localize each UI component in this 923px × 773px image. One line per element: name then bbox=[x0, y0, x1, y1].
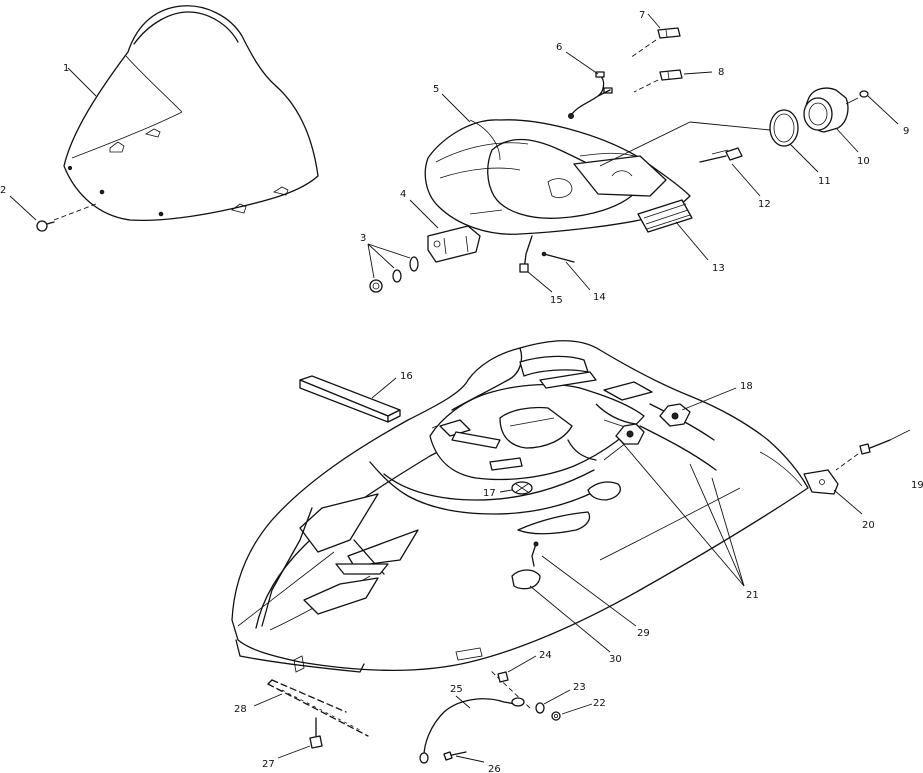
callout-17: 17 bbox=[483, 488, 496, 499]
callout-4: 4 bbox=[400, 189, 406, 200]
callout-24: 24 bbox=[539, 650, 552, 661]
leader-30 bbox=[529, 585, 611, 653]
leader-25 bbox=[455, 695, 471, 709]
leader-16 bbox=[371, 377, 397, 399]
callout-21: 21 bbox=[746, 590, 759, 601]
callout-19: 19 bbox=[911, 480, 923, 491]
clip-part bbox=[541, 251, 575, 263]
leader-21a bbox=[689, 463, 745, 587]
fastener-stack-part bbox=[369, 256, 419, 293]
hood-bolt-part bbox=[309, 717, 323, 749]
washer-23-part bbox=[535, 702, 545, 714]
callout-11: 11 bbox=[818, 176, 831, 187]
callout-22: 22 bbox=[593, 698, 606, 709]
leader-4 bbox=[409, 199, 439, 229]
side-bracket-part bbox=[803, 469, 839, 495]
hood-clip-part bbox=[531, 541, 539, 567]
leader-27 bbox=[277, 745, 311, 759]
callout-3: 3 bbox=[360, 233, 366, 244]
leader-9 bbox=[867, 95, 899, 125]
bracket-part bbox=[427, 225, 481, 263]
gauge-cable bbox=[689, 121, 771, 131]
cable-screw-part bbox=[443, 751, 467, 761]
callout-5: 5 bbox=[433, 84, 439, 95]
callout-27: 27 bbox=[262, 759, 275, 770]
leader-2 bbox=[9, 195, 37, 221]
callout-30: 30 bbox=[609, 654, 622, 665]
leader-11 bbox=[789, 143, 819, 173]
leader-3b bbox=[367, 243, 395, 269]
callout-12: 12 bbox=[758, 199, 771, 210]
gauge-ring-part bbox=[769, 109, 799, 147]
leader-29 bbox=[541, 555, 637, 627]
leader-19 bbox=[889, 429, 911, 441]
leader-3c bbox=[367, 243, 411, 259]
hood-cap-part bbox=[511, 481, 533, 495]
strap-part bbox=[519, 235, 533, 273]
leader-20 bbox=[833, 489, 863, 515]
callout-18: 18 bbox=[740, 381, 753, 392]
leader-10 bbox=[835, 127, 859, 153]
foam-strip-part bbox=[299, 375, 401, 423]
gauge-cable-drop bbox=[599, 121, 691, 167]
leader-22 bbox=[561, 703, 593, 715]
screw-24-part bbox=[497, 671, 509, 683]
gauge-bulb-part bbox=[859, 90, 869, 98]
windshield-part bbox=[63, 5, 319, 222]
leader-14 bbox=[565, 261, 591, 291]
leader-17 bbox=[499, 489, 513, 493]
leader-24 bbox=[507, 655, 537, 673]
leader-21c bbox=[619, 439, 745, 587]
callout-25: 25 bbox=[450, 684, 463, 695]
rub-strip-part bbox=[267, 679, 369, 737]
callout-8: 8 bbox=[718, 67, 724, 78]
leader-8 bbox=[683, 71, 713, 75]
wiring-pigtail-part bbox=[568, 71, 613, 119]
gauge-part bbox=[803, 87, 859, 133]
callout-23: 23 bbox=[573, 682, 586, 693]
leader-8-to-pod bbox=[633, 79, 659, 93]
connector-part bbox=[699, 147, 743, 163]
side-bolt-part bbox=[859, 439, 891, 455]
leader-18 bbox=[681, 387, 737, 411]
leader-28 bbox=[253, 693, 283, 707]
leader-7-to-pod bbox=[629, 39, 657, 59]
callout-13: 13 bbox=[712, 263, 725, 274]
callout-7: 7 bbox=[639, 10, 645, 21]
leader-5 bbox=[441, 93, 471, 123]
callout-6: 6 bbox=[556, 42, 562, 53]
leader-7 bbox=[647, 13, 661, 29]
nut-22-part bbox=[551, 711, 561, 721]
leader-13 bbox=[675, 221, 709, 261]
callout-28: 28 bbox=[234, 704, 247, 715]
hood-body-part bbox=[231, 340, 809, 673]
callout-16: 16 bbox=[400, 371, 413, 382]
leader-15 bbox=[527, 271, 553, 293]
callout-29: 29 bbox=[637, 628, 650, 639]
callout-10: 10 bbox=[857, 156, 870, 167]
leader-21b bbox=[711, 477, 745, 587]
leader-23 bbox=[543, 689, 571, 705]
windshield-screw-part bbox=[36, 220, 55, 232]
callout-14: 14 bbox=[593, 292, 606, 303]
leader-2-to-windshield bbox=[53, 203, 97, 221]
foam-pad-part bbox=[637, 199, 693, 233]
leader-12 bbox=[731, 163, 761, 197]
leader-6 bbox=[565, 51, 599, 75]
callout-26: 26 bbox=[488, 764, 501, 773]
leader-1 bbox=[67, 67, 97, 97]
tether-cable-part bbox=[419, 697, 525, 764]
leader-19-to-bracket bbox=[835, 453, 859, 471]
callout-9: 9 bbox=[903, 126, 909, 137]
leader-26 bbox=[455, 755, 485, 763]
instrument-pod-part bbox=[424, 119, 691, 235]
bulb-socket-b-part bbox=[659, 69, 683, 81]
callout-1: 1 bbox=[63, 63, 69, 74]
callout-2: 2 bbox=[0, 185, 6, 196]
callout-15: 15 bbox=[550, 295, 563, 306]
bulb-socket-a-part bbox=[657, 27, 681, 39]
callout-20: 20 bbox=[862, 520, 875, 531]
leader-3a bbox=[367, 243, 375, 279]
